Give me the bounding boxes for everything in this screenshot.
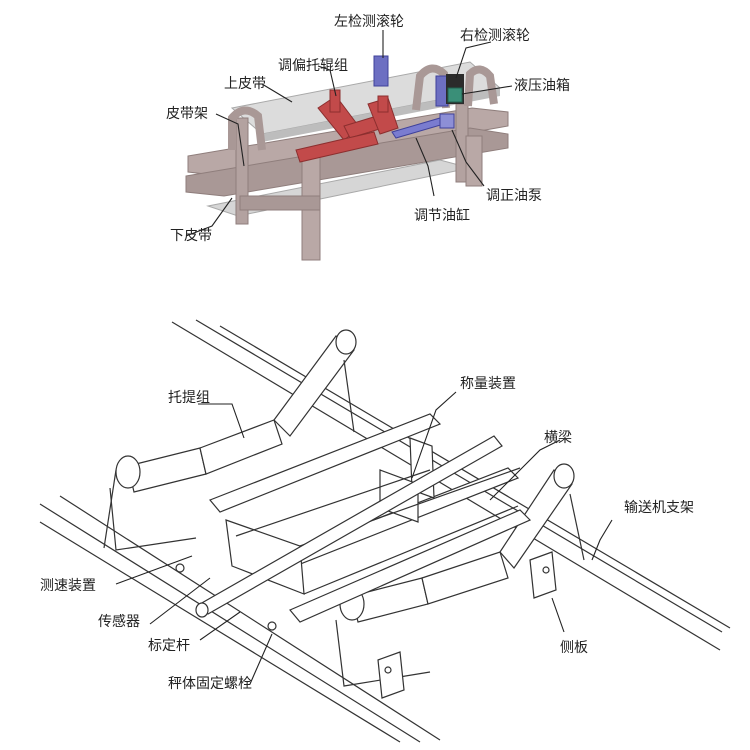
right-arch [412,64,450,111]
label-deviation-idler-group: 调偏托辊组 [278,58,348,74]
idler-group-front [335,463,585,687]
label-weighing-device: 称量装置 [460,376,516,392]
label-scale-bolt: 秤体固定螺栓 [168,676,252,692]
label-correction-pump: 调正油泵 [486,188,542,204]
label-upper-belt: 上皮带 [224,76,266,92]
frame-rail-front [185,127,509,197]
top-diagram: 左检测滚轮 右检测滚轮 调偏托辊组 上皮带 液压油箱 皮带架 调正油泵 调节油缸… [166,13,570,261]
frame-crossbar-bottom [239,195,321,211]
top-leader-lines [185,30,513,237]
conveyor-rail-3 [219,325,731,629]
correction-pump-shape [439,113,455,129]
bolt-1 [175,563,185,573]
side-plate-shape-2 [377,651,405,699]
conveyor-rail-4 [39,503,421,743]
label-calibration-rod: 标定杆 [148,638,190,654]
bottom-diagram [39,319,731,743]
frame-leg-right-front [465,135,483,187]
conveyor-rail-2 [195,319,723,633]
label-conveyor-frame: 输送机支架 [624,500,694,516]
label-side-plate: 侧板 [560,640,588,656]
deviation-idler-group-shape [295,89,399,163]
left-detect-roller-shape [373,55,389,87]
label-lower-belt: 下皮带 [170,228,212,244]
conveyor-rail-5 [39,521,401,743]
bolt-3 [542,566,550,574]
idler-group-back [103,329,357,551]
bolt-2 [267,621,277,631]
label-right-detect-roller: 右检测滚轮 [460,27,530,44]
conveyor-rail-1 [171,321,721,651]
bolt-4 [384,666,392,674]
label-crossbeam: 横梁 [544,430,572,446]
label-hydraulic-tank: 液压油箱 [514,78,570,94]
label-belt-frame: 皮带架 [166,106,208,122]
label-sensor: 传感器 [98,613,140,630]
bottom-leader-lines [115,391,613,685]
hydraulic-tank-shape [447,87,463,103]
label-left-detect-roller: 左检测滚轮 [334,13,404,30]
label-speed-device: 测速装置 [40,578,96,594]
conveyor-rail-6 [59,495,441,741]
right-arch-2 [464,65,498,107]
left-arch [228,106,266,151]
side-plate-shape [529,551,557,599]
label-adjust-cylinder: 调节油缸 [414,207,470,224]
label-idler-group: 托提组 [168,390,210,406]
